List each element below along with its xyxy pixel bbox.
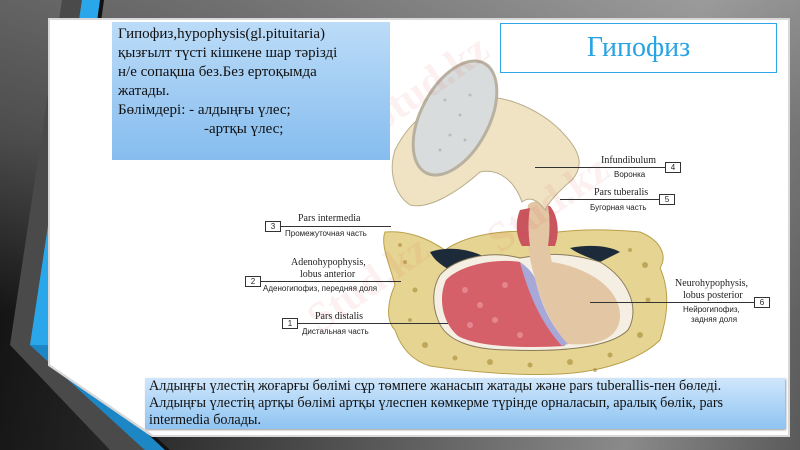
label-5-latin: Pars tuberalis <box>594 187 649 198</box>
label-3-number: 3 <box>265 221 281 232</box>
leader-line-6 <box>590 302 755 303</box>
label-1-latin: Pars distalis <box>315 311 364 322</box>
label-6-latin: Neurohypophysis, <box>675 278 749 289</box>
label-6-number: 6 <box>754 297 770 308</box>
label-3-latin: Pars intermedia <box>298 213 361 224</box>
label-6-russian: Нейрогипофиз, <box>683 305 740 314</box>
label-3-russian: Промежуточная часть <box>285 229 367 238</box>
info-line: қызғылт түсті кішкене шар тәрізді <box>118 45 338 61</box>
info-line: жатады. <box>118 83 170 99</box>
info-line: Гипофиз,hypophysis(gl.pituitaria) <box>118 26 325 42</box>
leader-line-3 <box>281 226 391 227</box>
label-1-russian: Дистальная часть <box>302 327 369 336</box>
slide-title-box: Гипофиз <box>500 23 777 73</box>
label-4-russian: Воронка <box>614 170 646 179</box>
label-5-number: 5 <box>659 194 675 205</box>
label-6-russian2: задняя доля <box>691 315 738 324</box>
label-1-number: 1 <box>282 318 298 329</box>
label-2-number: 2 <box>245 276 261 287</box>
leader-line-4 <box>535 167 665 168</box>
leader-line-1 <box>298 323 448 324</box>
info-line: -артқы үлес; <box>204 121 284 137</box>
info-line: Бөлімдері: - алдыңғы үлес; <box>118 102 291 118</box>
description-line: Алдыңғы үлестің жоғарғы бөлімі сұр төмпе… <box>149 378 722 394</box>
label-2-latin2: lobus anterior <box>300 269 356 280</box>
label-4-number: 4 <box>665 162 681 173</box>
label-2-latin: Adenohypophysis, <box>291 257 366 268</box>
label-5-russian: Бугорная часть <box>590 203 647 212</box>
description-line: intermedia болады. <box>149 412 262 428</box>
description-line: Алдыңғы үлестің артқы бөлімі артқы үлесп… <box>149 395 724 411</box>
info-line: н/е сопақша без.Без ертоқымда <box>118 64 317 80</box>
leader-line-2 <box>261 281 401 282</box>
slide-title: Гипофиз <box>586 32 691 63</box>
label-2-russian: Аденогипофиз, передняя доля <box>263 284 378 293</box>
info-text-box: Гипофиз,hypophysis(gl.pituitaria) қызғыл… <box>112 22 390 160</box>
leader-line-5 <box>560 199 660 200</box>
label-4-latin: Infundibulum <box>601 155 656 166</box>
label-6-latin2: lobus posterior <box>683 290 743 301</box>
description-text-box: Алдыңғы үлестің жоғарғы бөлімі сұр төмпе… <box>145 378 785 429</box>
